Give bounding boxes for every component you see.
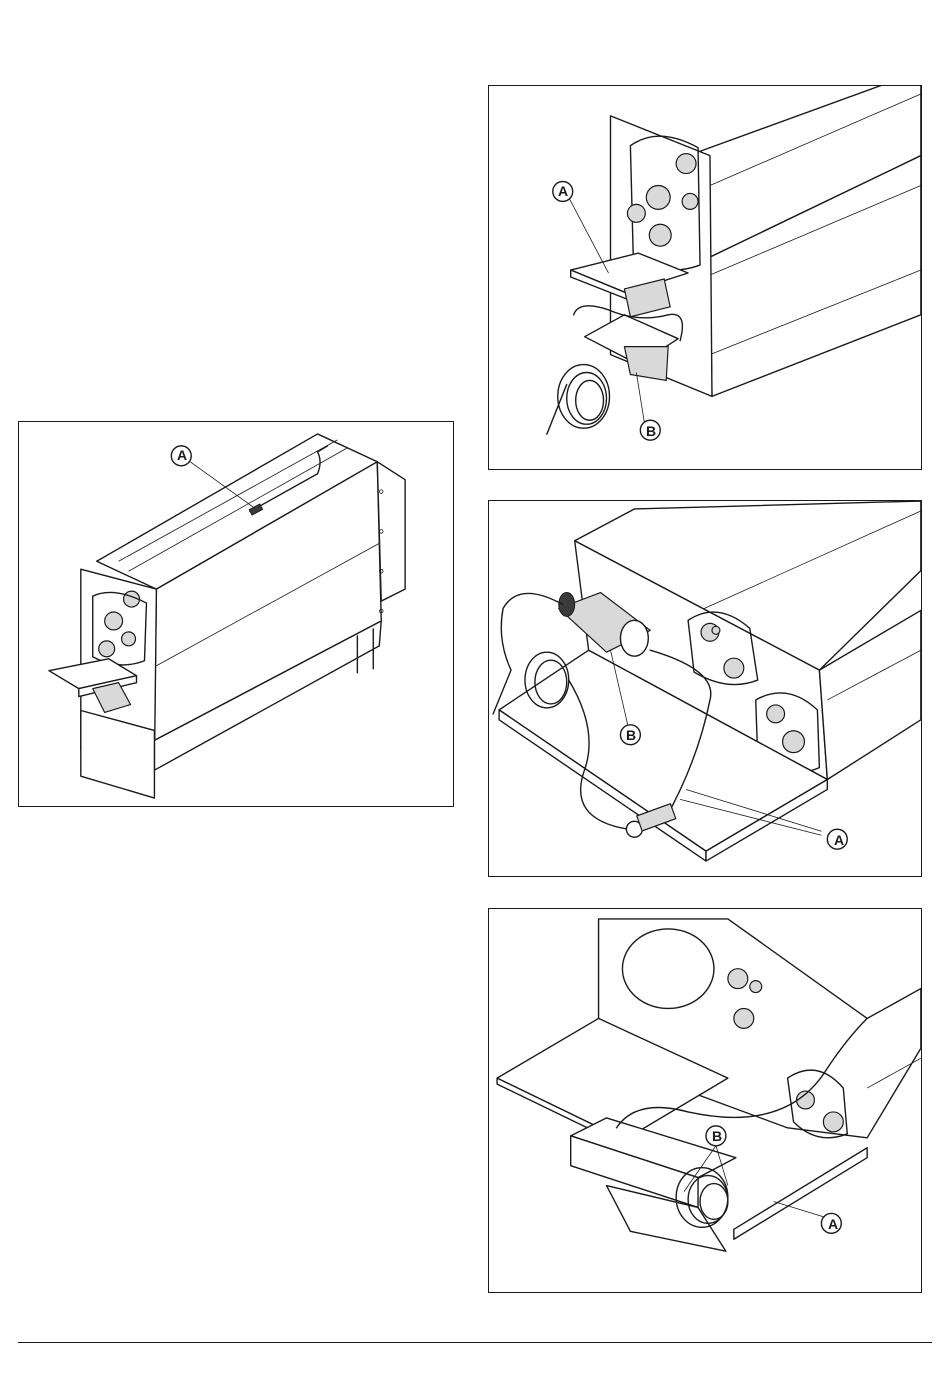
callout-label-a: A [834, 832, 844, 848]
unit-overview-drawing [19, 422, 453, 806]
figure-coil-tube: B A [488, 908, 922, 1293]
coil-tube-drawing [489, 909, 921, 1292]
callout-label-a: A [828, 1216, 838, 1232]
figure-unit-overview: A [18, 421, 454, 807]
callout-label-a: A [558, 183, 568, 199]
callout-label-b: B [712, 1128, 722, 1144]
callout-label-b: B [626, 727, 636, 743]
figure-drain-tray: A B [488, 85, 922, 470]
callout-label-b: B [646, 423, 656, 439]
footer-divider [18, 1342, 932, 1343]
drain-tray-drawing [489, 86, 921, 469]
pump-in-tray-drawing [489, 501, 921, 876]
figure-pump-in-tray: B A [488, 500, 922, 877]
callout-label-a: A [177, 447, 187, 463]
